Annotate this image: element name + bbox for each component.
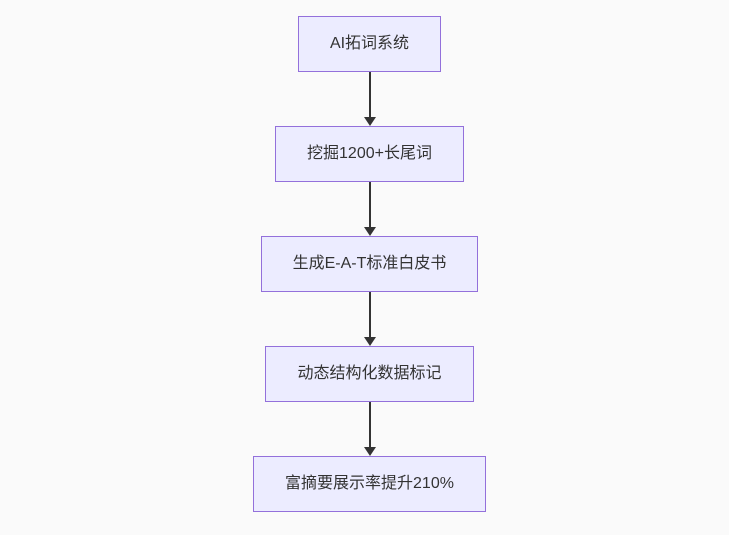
flow-node-dynamic-structured-data-markup: 动态结构化数据标记 [265, 346, 474, 402]
arrowhead-down-icon [363, 447, 376, 456]
flow-node-rich-snippet-rate-increase: 富摘要展示率提升210% [253, 456, 486, 512]
arrowhead-down-icon [363, 227, 376, 236]
arrow-down-4 [363, 402, 376, 456]
arrow-down-1 [363, 72, 376, 126]
arrow-shaft [368, 182, 371, 227]
flowchart-canvas: AI拓词系统 挖掘1200+长尾词 生成E-A-T标准白皮书 动态结构化数据标记… [5, 0, 729, 535]
arrow-shaft [368, 292, 371, 337]
arrowhead-down-icon [363, 117, 376, 126]
flow-node-generate-eat-whitepaper: 生成E-A-T标准白皮书 [260, 236, 479, 292]
flow-node-ai-word-expansion-system: AI拓词系统 [297, 16, 442, 72]
arrow-down-2 [363, 182, 376, 236]
arrow-down-3 [363, 292, 376, 346]
arrow-shaft [368, 72, 371, 117]
arrowhead-down-icon [363, 337, 376, 346]
flow-node-mine-longtail-keywords: 挖掘1200+长尾词 [275, 126, 464, 182]
arrow-shaft [368, 402, 371, 447]
